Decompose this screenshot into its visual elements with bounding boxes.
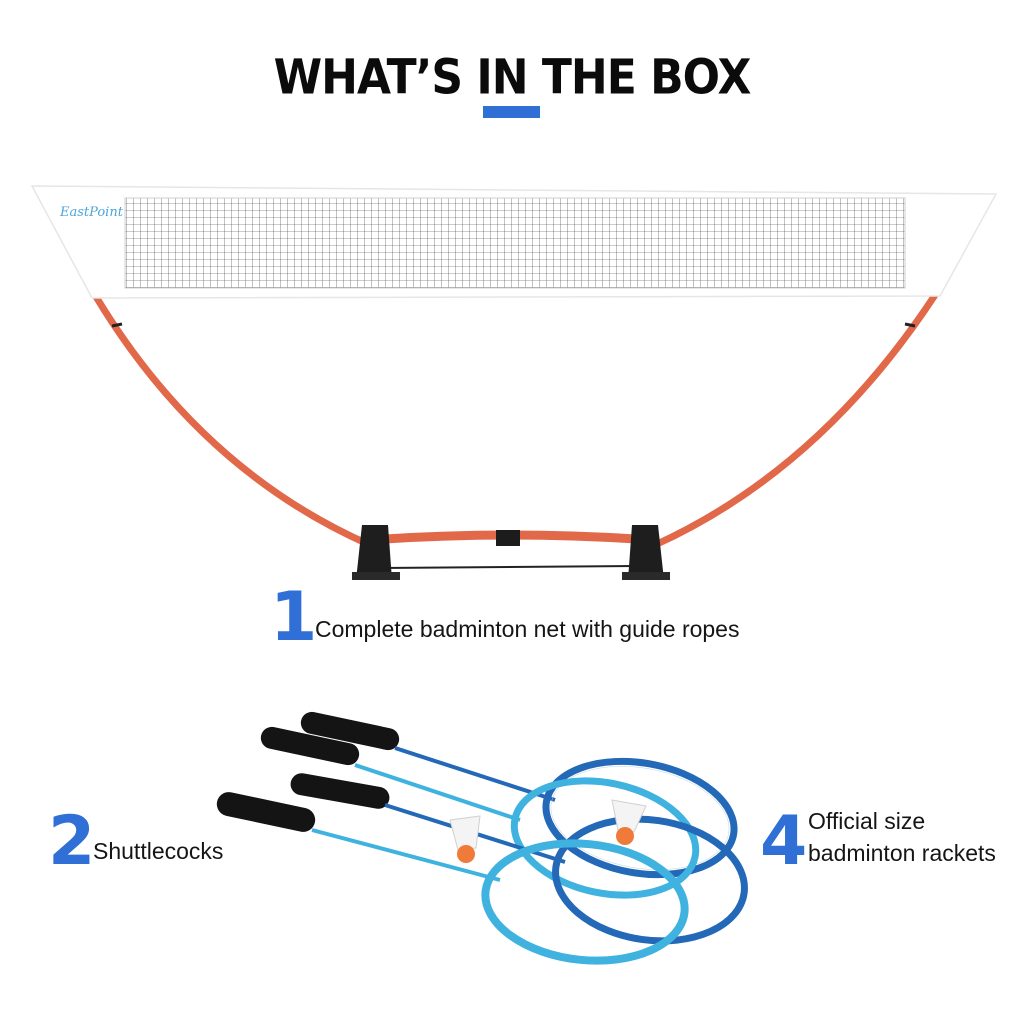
- racket: [216, 792, 689, 965]
- item-number: 1: [270, 578, 318, 657]
- item-number: 4: [760, 802, 808, 881]
- page-title: WHAT’S IN THE BOX: [273, 49, 752, 106]
- net-base: [352, 525, 670, 580]
- item-label-line2: badminton rackets: [808, 840, 996, 866]
- shuttlecock: [611, 799, 647, 845]
- racket: [260, 726, 700, 899]
- title-underline: [483, 106, 540, 118]
- item-label: Shuttlecocks: [93, 838, 224, 864]
- badminton-net: [30, 185, 998, 299]
- item-number: 2: [48, 802, 96, 881]
- rackets: [216, 711, 748, 965]
- racket: [300, 711, 738, 879]
- net-poles: [91, 293, 938, 549]
- item-label: Complete badminton net with guide ropes: [315, 616, 740, 642]
- item-label-line1: Official size: [808, 808, 926, 834]
- shuttlecocks: [449, 799, 647, 863]
- shuttlecock: [449, 815, 481, 863]
- brand-logo: EastPoint: [59, 205, 124, 220]
